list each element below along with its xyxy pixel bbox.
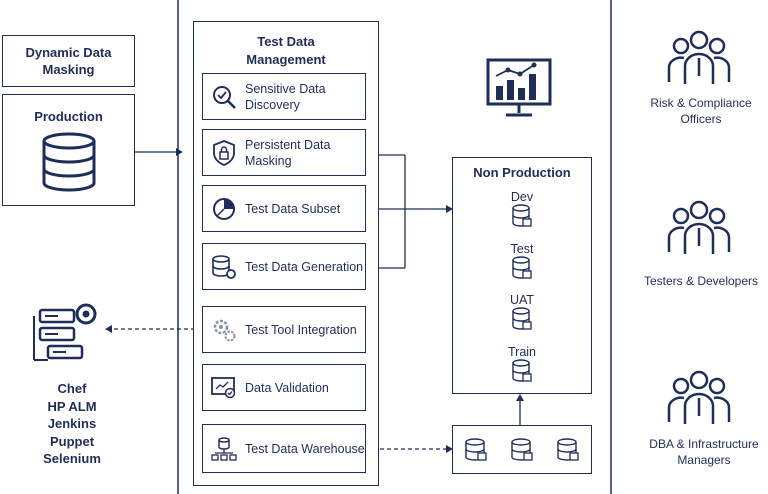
role-dba-infrastructure: DBA & Infrastructure Managers bbox=[649, 437, 759, 467]
tdm-item-label: Test Data Generation bbox=[245, 259, 364, 274]
role-testers-developers: Testers & Developers bbox=[643, 274, 759, 288]
tdm-item-sensitive-data-discovery: Sensitive Data Discovery bbox=[202, 73, 366, 120]
dynamic-data-masking-label: Dynamic Data Masking bbox=[25, 45, 112, 77]
tdm-item-test-data-subset: Test Data Subset bbox=[202, 185, 366, 232]
magnifier-check-icon bbox=[213, 85, 236, 109]
tool-name: Jenkins bbox=[47, 416, 97, 431]
people-group-icon bbox=[667, 370, 731, 424]
tdm-item-test-tool-integration: Test Tool Integration bbox=[202, 306, 366, 353]
non-production-title: Non Production bbox=[473, 165, 571, 180]
tdm-item-label: Data Validation bbox=[245, 380, 329, 395]
tdm-item-label: Test Data Subset bbox=[245, 201, 341, 216]
tool-name: HP ALM bbox=[47, 398, 97, 414]
env-train: Train bbox=[452, 345, 592, 386]
people-group-icon bbox=[667, 200, 731, 254]
database-lock-icon bbox=[557, 437, 579, 461]
database-gear-icon bbox=[212, 254, 236, 279]
gears-icon bbox=[213, 319, 236, 341]
database-lock-icon bbox=[512, 307, 532, 330]
monitor-check-icon bbox=[211, 376, 236, 398]
analytics-monitor-icon bbox=[486, 58, 552, 117]
tdm-item-test-data-warehouse: Test Data Warehouse bbox=[202, 424, 366, 473]
people-group-icon bbox=[667, 30, 731, 84]
tool-name: Puppet bbox=[49, 433, 95, 449]
production-label: Production bbox=[34, 109, 103, 124]
env-label: UAT bbox=[509, 293, 535, 307]
env-label: Train bbox=[507, 345, 536, 359]
tdm-item-persistent-data-masking: Persistent Data Masking bbox=[202, 129, 366, 176]
tdm-item-label: Test Data Warehouse bbox=[245, 441, 365, 456]
server-gear-icon bbox=[33, 303, 97, 361]
role-risk-compliance: Risk & Compliance Officers bbox=[650, 96, 752, 126]
production-box: Production bbox=[2, 94, 135, 206]
database-lock-icon bbox=[511, 437, 533, 461]
tdm-title: Test Data Management bbox=[246, 34, 326, 67]
tool-name: Chef bbox=[57, 381, 87, 396]
database-lock-icon bbox=[512, 359, 532, 382]
database-lock-icon bbox=[465, 437, 487, 461]
non-production-box bbox=[452, 157, 592, 394]
dynamic-data-masking-box: Dynamic Data Masking bbox=[2, 35, 135, 87]
env-label: Test bbox=[510, 242, 534, 256]
database-lock-icon bbox=[512, 204, 532, 227]
shield-lock-icon bbox=[213, 139, 235, 166]
warehouse-db-group bbox=[452, 425, 592, 474]
tdm-item-test-data-generation: Test Data Generation bbox=[202, 243, 366, 290]
database-icon bbox=[42, 132, 95, 192]
env-dev: Dev bbox=[452, 190, 592, 231]
tdm-item-label: Test Tool Integration bbox=[245, 322, 357, 337]
database-lock-icon bbox=[512, 256, 532, 279]
env-uat: UAT bbox=[452, 293, 592, 334]
tdm-item-label: Sensitive Data Discovery bbox=[245, 81, 326, 112]
env-label: Dev bbox=[510, 190, 534, 204]
tools-list: Chef HP ALM Jenkins Puppet Selenium bbox=[20, 380, 124, 468]
env-test: Test bbox=[452, 242, 592, 283]
pie-chart-icon bbox=[213, 197, 235, 220]
tool-name: Selenium bbox=[43, 451, 101, 466]
tdm-item-label: Persistent Data Masking bbox=[245, 137, 331, 168]
database-network-icon bbox=[211, 436, 237, 461]
tdm-item-data-validation: Data Validation bbox=[202, 364, 366, 411]
